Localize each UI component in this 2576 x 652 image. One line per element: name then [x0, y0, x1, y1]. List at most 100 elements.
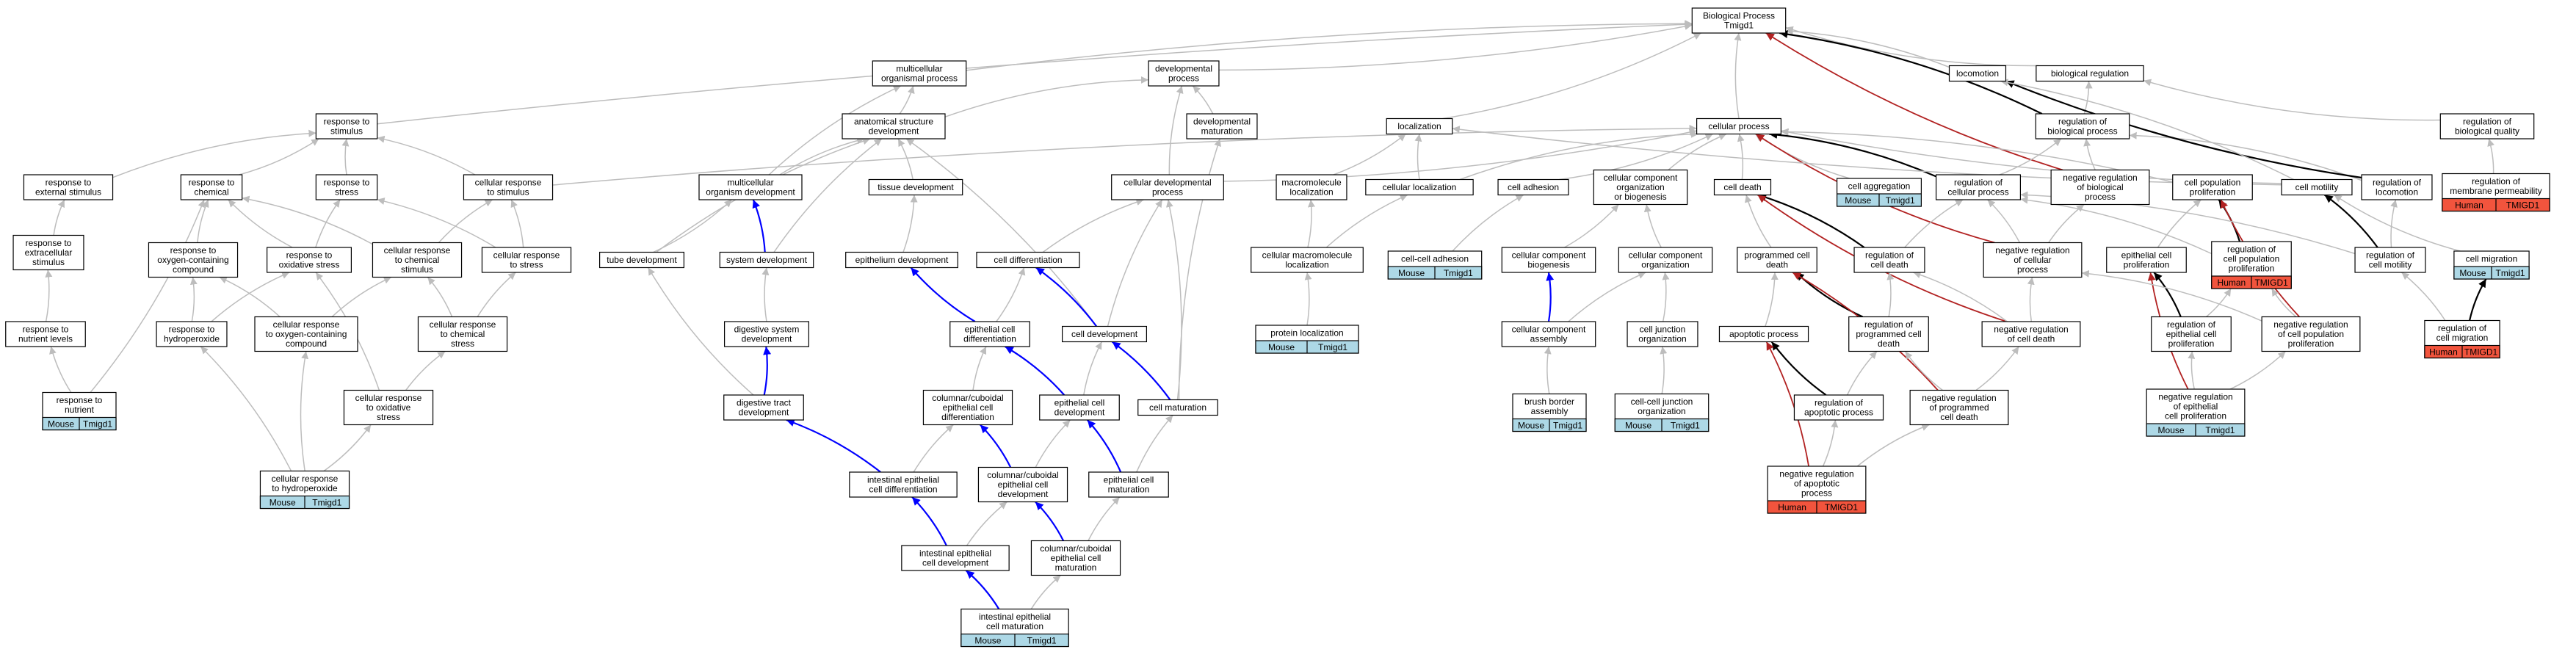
go-term-node-localization[interactable]: localization — [1386, 117, 1453, 135]
edge-is-a-cell-mot-to-locomotion — [2000, 79, 2295, 181]
edge-is-a-cc-asm-to-cc-org — [1568, 272, 1646, 322]
go-term-node-sys-dev[interactable]: system development — [719, 251, 814, 269]
edge-is-a-cell-resp-stim-to-cell-proc — [552, 124, 1697, 186]
go-term-node-tissue-dev[interactable]: tissue development — [868, 178, 963, 196]
go-term-node-tube-dev[interactable]: tube development — [598, 251, 684, 269]
node-box — [1618, 247, 1713, 273]
node-label-line: tube development — [607, 255, 677, 265]
node-label-line: cell death — [1723, 182, 1761, 192]
go-term-node-cell-loc[interactable]: cellular localization — [1365, 178, 1474, 196]
go-term-node-cell-mot[interactable]: cell motility — [2281, 178, 2353, 196]
go-term-node-cell-proc[interactable]: cellular process — [1696, 117, 1782, 135]
node-box — [267, 247, 352, 273]
go-term-node-epi-dev[interactable]: epithelium development — [845, 251, 958, 269]
node-box — [1030, 540, 1121, 576]
node-box — [2050, 169, 2150, 206]
node-label-line: response to — [26, 238, 72, 248]
go-term-node-cell-dev[interactable]: cell development — [1061, 325, 1147, 343]
go-term-node-locomotion[interactable]: locomotion — [1948, 65, 2007, 82]
edge-is-a-cr-h2o2-to-resp-h2o2 — [200, 346, 292, 471]
go-term-node-cell-mat[interactable]: cell maturation — [1137, 399, 1218, 416]
edge-is-a-localization-to-bp — [1442, 32, 1701, 120]
go-term-node-apop[interactable]: apoptotic process — [1718, 325, 1809, 343]
node-label-line: of cell population — [2278, 329, 2344, 339]
go-term-node-cell-death[interactable]: cell death — [1713, 178, 1772, 196]
go-term-node-cell-adh[interactable]: cell adhesion — [1497, 178, 1569, 196]
node-label-line: cell motility — [2295, 182, 2339, 192]
go-term-node-bio-reg[interactable]: biological regulation — [2036, 65, 2144, 82]
go-term-node-cell-diff[interactable]: cell differentiation — [976, 251, 1080, 269]
